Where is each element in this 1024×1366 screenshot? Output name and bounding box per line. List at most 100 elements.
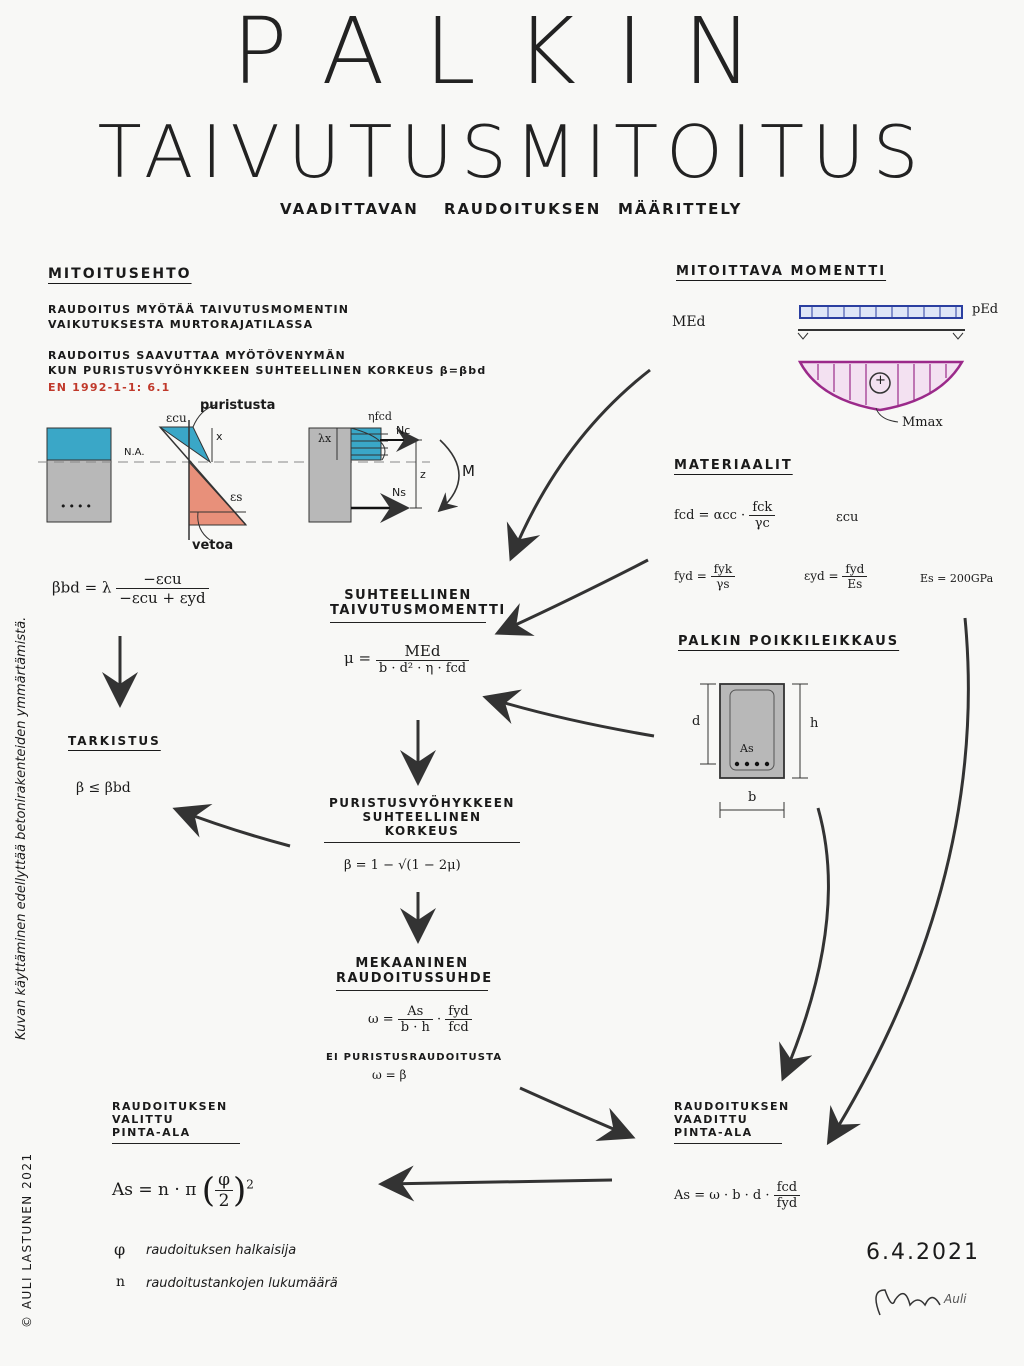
- subtitle-word-1: VAADITTAVAN: [280, 200, 419, 218]
- valittu-heading-3: PINTA-ALA: [112, 1126, 191, 1139]
- date: 6.4.2021: [866, 1240, 980, 1265]
- label-moment: M: [462, 462, 475, 480]
- mu-den: b · d² · η · fcd: [378, 661, 467, 676]
- legend-n-text: raudoitustankojen lukumäärä: [146, 1276, 338, 1291]
- legend-n-symbol: n: [116, 1274, 126, 1290]
- mekaaninen-heading: MEKAANINEN RAUDOITUSSUHDE: [336, 956, 493, 991]
- valittu-exp: 2: [246, 1177, 254, 1192]
- page-title-2: TAIVUTUSMITOITUS: [97, 110, 927, 194]
- mitoitusehto-text-1a: RAUDOITUS MYÖTÄÄ TAIVUTUSMOMENTIN: [48, 303, 350, 316]
- vaadittu-heading-3: PINTA-ALA: [674, 1126, 753, 1139]
- label-na: N.A.: [124, 447, 145, 458]
- rebar-dots: ••••: [60, 500, 94, 513]
- omega-d1: b · h: [400, 1020, 430, 1035]
- mekaaninen-heading-1: MEKAANINEN: [355, 956, 469, 971]
- copyright: © AULI LASTUNEN 2021: [20, 1152, 34, 1328]
- mekaaninen-note-2: ω = β: [372, 1068, 407, 1082]
- label-med: MEd: [672, 314, 706, 330]
- mu-num: MEd: [375, 642, 470, 661]
- mekaaninen-note-1: EI PURISTUSRAUDOITUSTA: [326, 1052, 503, 1063]
- dim-b: b: [748, 790, 757, 805]
- vaadittu-lhs: As = ω · b · d ·: [674, 1188, 770, 1203]
- dim-h: h: [810, 716, 819, 731]
- label-lambda-x: λx: [318, 432, 332, 445]
- suhteellinen-momentti-heading-2: TAIVUTUSMOMENTTI: [330, 603, 506, 618]
- fyd-den: γs: [716, 577, 730, 591]
- fcd-den: γc: [754, 516, 770, 531]
- mitoitusehto-text-2a: RAUDOITUS SAAVUTTAA MYÖTÖVENYMÄN: [48, 349, 346, 362]
- eyd-num: fyd: [842, 562, 868, 577]
- side-note: Kuvan käyttäminen edellyttää betoniraken…: [14, 616, 29, 1040]
- suhteellinen-momentti-heading: SUHTEELLINEN TAIVUTUSMOMENTTI: [330, 588, 506, 623]
- dim-d: d: [692, 714, 701, 729]
- label-ecu: εcu: [166, 411, 187, 425]
- omega-n2: fyd: [445, 1004, 472, 1020]
- vaadittu-heading-2: VAADITTU: [674, 1113, 749, 1126]
- materiaalit-heading: MATERIAALIT: [674, 458, 793, 473]
- arrow-moment-to-mu: [506, 368, 651, 562]
- puristusvyohyke-heading-1: PURISTUSVYÖHYKKEEN: [329, 796, 515, 810]
- stress-section: [308, 427, 352, 523]
- label-x: x: [216, 430, 223, 443]
- subtitle-word-3: MÄÄRITTELY: [618, 200, 743, 218]
- beta-bd-lhs: βbd = λ: [52, 578, 112, 597]
- moment-diagram: [797, 360, 965, 412]
- tarkistus-formula: β ≤ βbd: [76, 780, 131, 796]
- valittu-den: 2: [218, 1191, 230, 1211]
- es-value: Es = 200GPa: [920, 572, 994, 585]
- legend-phi-symbol: φ: [114, 1240, 126, 1259]
- valittu-num: φ: [215, 1170, 233, 1191]
- label-eta-fcd: ηfcd: [368, 410, 392, 423]
- beta-bd-num: −εcu: [116, 570, 209, 589]
- fcd-lhs: fcd = αcc ·: [674, 508, 746, 523]
- legend-phi-text: raudoituksen halkaisija: [146, 1243, 297, 1258]
- eyd-lhs: εyd =: [804, 569, 839, 583]
- page-title: PALKIN: [231, 0, 793, 105]
- arrow-section-to-required: [779, 807, 830, 1082]
- omega-d2: fcd: [448, 1020, 469, 1035]
- vaadittu-num: fcd: [773, 1180, 801, 1196]
- label-nc: Nc: [396, 424, 411, 437]
- vaadittu-den: fyd: [776, 1196, 798, 1211]
- mekaaninen-heading-2: RAUDOITUSSUHDE: [336, 971, 493, 986]
- label-vetoa: vetoa: [192, 538, 234, 553]
- ecu-label: εcu: [836, 510, 859, 525]
- subtitle-word-2: RAUDOITUKSEN: [444, 200, 602, 218]
- arrow-required-to-chosen: [378, 1165, 613, 1202]
- label-plus: +: [875, 373, 886, 388]
- label-puristusta: puristusta: [200, 398, 276, 413]
- vaadittu-heading: RAUDOITUKSEN VAADITTU PINTA-ALA: [674, 1100, 790, 1144]
- poikkileikkaus-heading: PALKIN POIKKILEIKKAUS: [678, 634, 900, 649]
- load-strip: [799, 305, 963, 319]
- signature: Auli: [944, 1292, 967, 1306]
- mitoitusehto-text-2b: KUN PURISTUSVYÖHYKKEEN SUHTEELLINEN KORK…: [48, 364, 487, 377]
- valittu-heading: RAUDOITUKSEN VALITTU PINTA-ALA: [112, 1100, 240, 1144]
- arrow-section-to-mu: [482, 689, 655, 738]
- valittu-heading-2: VALITTU: [112, 1113, 175, 1126]
- arrow-es-to-required: [826, 617, 970, 1146]
- stirrup: [729, 689, 775, 771]
- omega-n1: As: [397, 1004, 433, 1020]
- valittu-heading-1: RAUDOITUKSEN: [112, 1100, 228, 1113]
- vaadittu-heading-1: RAUDOITUKSEN: [674, 1100, 790, 1113]
- fyd-lhs: fyd =: [674, 569, 707, 583]
- puristusvyohyke-heading-2: SUHTEELLINEN KORKEUS: [362, 810, 482, 838]
- fcd-num: fck: [749, 500, 776, 516]
- beta-bd-formula: βbd = λ −εcu−εcu + εyd: [52, 570, 209, 607]
- strain-compression: [158, 426, 212, 464]
- label-as-section: As: [740, 742, 754, 755]
- eyd-den: Es: [847, 577, 863, 591]
- arrow-beta-to-tarkistus: [172, 803, 291, 848]
- suhteellinen-momentti-heading-1: SUHTEELLINEN: [344, 588, 472, 603]
- puristusvyohyke-heading: PURISTUSVYÖHYKKEEN SUHTEELLINEN KORKEUS: [324, 796, 520, 843]
- label-es: εs: [230, 490, 243, 504]
- label-ped: pEd: [972, 302, 999, 317]
- section-tension-zone: [46, 459, 112, 523]
